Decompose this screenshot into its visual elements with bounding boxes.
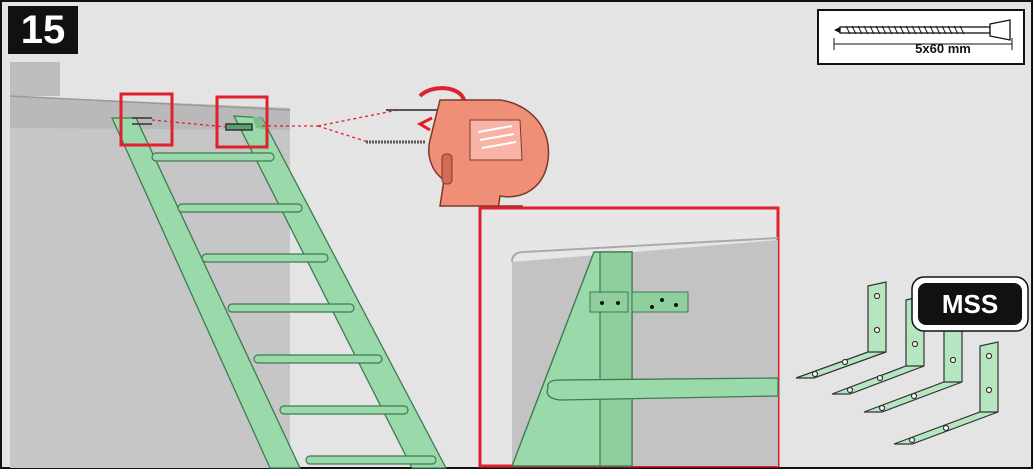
screw-size-label: 5x60 mm (908, 41, 978, 56)
inset-bracket (590, 292, 628, 312)
wall-top-block (10, 62, 60, 96)
rung (178, 204, 302, 212)
step-number-badge: 15 (8, 6, 78, 54)
zoom-inset (480, 208, 778, 466)
hardware-label: MSS (918, 283, 1022, 325)
inset-rung (547, 378, 778, 400)
rung (280, 406, 408, 414)
rung (306, 456, 436, 464)
rung (254, 355, 382, 363)
rung (202, 254, 328, 262)
rung (228, 304, 354, 312)
rung (152, 153, 274, 161)
